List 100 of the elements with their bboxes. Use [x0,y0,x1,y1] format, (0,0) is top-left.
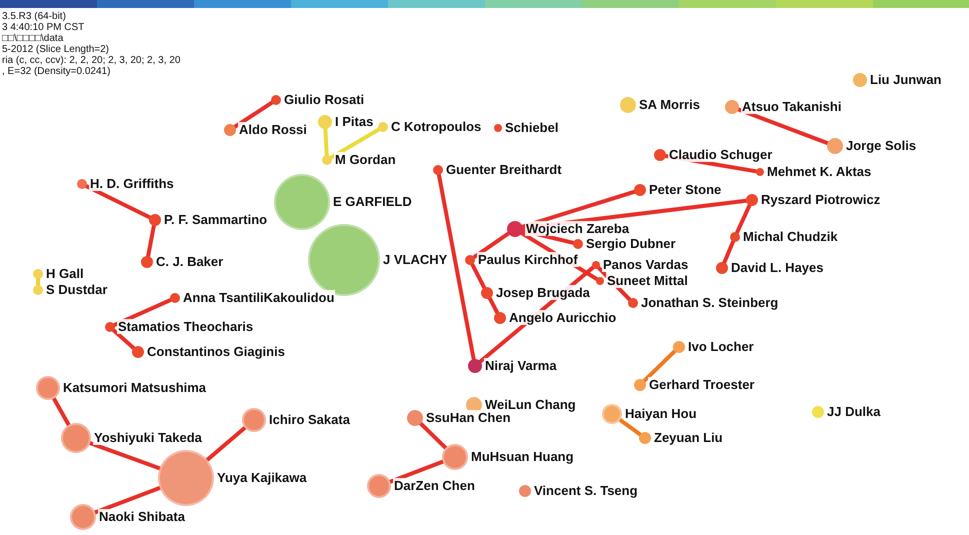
link-line [470,262,486,290]
link-line [736,107,830,146]
author-name: C. J. Baker [155,254,224,269]
link-line [93,486,162,514]
author-name: Haiyan Hou [624,406,698,421]
author-node [61,423,91,453]
author-name: Michal Chudzik [742,229,839,244]
author-node [224,124,236,136]
author-name: Claudio Schuger [668,147,774,162]
link-line [233,100,274,129]
link-line [722,240,736,264]
author-name: Jorge Solis [845,138,918,153]
author-name: Mehmet K. Aktas [766,164,872,179]
author-name: Sergio Dubner [585,236,677,251]
author-node [746,194,758,206]
info-text: 5-2012 (Slice Length=2) [2,44,110,55]
link-line [520,190,636,229]
author-name: Constantinos Giaginis [146,344,286,359]
author-name: SA Morris [638,97,701,112]
author-node [36,376,60,400]
author-name: Naoki Shibata [98,509,186,524]
author-name: David L. Hayes [730,260,824,275]
author-node [716,262,728,274]
author-node [242,408,266,432]
author-node [77,179,87,189]
author-name: JJ Dulka [826,404,882,419]
link-line [329,128,381,160]
info-text: 3.5.R3 (64-bit) [2,11,66,22]
author-name: Atsuo Takanishi [741,99,842,114]
author-name: Paulus Kirchhof [477,252,579,267]
author-name: M Gordan [334,152,397,167]
author-node [318,115,332,129]
author-node [639,432,651,444]
author-node [33,285,43,295]
author-node [634,184,646,196]
link-line [436,172,476,362]
author-name: DarZen Chen [393,478,476,493]
author-node [596,277,604,285]
author-node [132,346,144,358]
author-node [853,73,867,87]
author-node [519,485,531,497]
author-name: Zeyuan Liu [653,430,724,445]
author-node [628,298,638,308]
author-name: Katsumori Matsushima [62,380,208,395]
author-node [602,404,622,424]
author-node [573,239,583,249]
author-name: H. D. Griffiths [89,176,175,191]
link-line [84,184,152,220]
author-node [407,410,423,426]
author-name: MuHsuan Huang [470,449,575,464]
author-node [105,322,115,332]
author-node [673,341,685,353]
author-node [149,214,161,226]
info-text: 3 4:40:10 PM CST [2,22,84,33]
author-name: I Pitas [334,114,374,129]
author-name: Suneet Mittal [606,273,689,288]
author-node [507,221,523,237]
author-node [158,450,214,506]
author-node [367,474,391,498]
author-node [730,232,740,242]
author-name: C Kotropoulos [390,119,482,134]
author-node [33,269,43,279]
author-name: Angelo Auricchio [508,310,618,325]
author-node [271,95,281,105]
link-line [88,441,162,470]
link-line [520,228,576,245]
author-name: Niraj Varma [484,358,558,373]
link-line [418,422,448,450]
author-node [322,155,332,165]
author-name: J VLACHY [382,252,448,267]
author-node [70,504,96,530]
link-line [36,277,40,287]
author-name: Panos Vardas [602,257,690,272]
info-text: □□\□□□□\data [2,33,64,44]
link-line [323,127,329,157]
author-name: P. F. Sammartino [163,212,268,227]
author-name: Ichiro Sakata [268,412,351,427]
author-name: Liu Junwan [869,72,942,87]
author-name: Josep Brugada [495,285,591,300]
author-name: E GARFIELD [332,194,413,209]
link-line [112,298,172,327]
link-line [388,460,445,484]
info-text: ria (c, cc, ccv): 2, 2, 20; 2, 3, 20; 2, 3, 20 [2,55,180,66]
author-name: Jonathan S. Steinberg [640,295,780,310]
link-line [735,203,752,234]
author-node [620,97,636,113]
link-line [642,349,677,383]
author-node [592,261,600,269]
author-node [654,149,666,161]
author-name: Yoshiyuki Takeda [93,430,203,445]
link-line [618,418,642,436]
link-line [52,396,71,427]
author-node [141,256,153,268]
link-line [112,328,136,350]
author-name: Vincent S. Tseng [533,483,639,498]
author-node [170,293,180,303]
link-line [205,426,247,462]
author-name: Anna TsantiliKakoulidou [182,290,336,305]
author-name: Gerhard Troester [648,377,756,392]
author-name: Aldo Rossi [238,122,308,137]
